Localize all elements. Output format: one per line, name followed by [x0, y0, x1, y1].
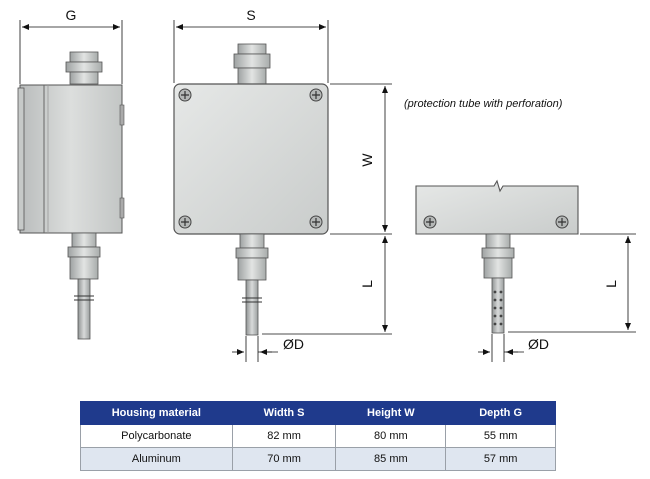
dim-label-g: G	[66, 7, 77, 23]
screw-icon	[555, 215, 569, 229]
cell-width: 70 mm	[231, 447, 337, 471]
table-row: Aluminum 70 mm 85 mm 57 mm	[80, 447, 556, 471]
cell-depth: 55 mm	[445, 424, 556, 448]
dim-label-od-right: ØD	[528, 336, 549, 352]
cell-material: Polycarbonate	[80, 424, 233, 448]
perforated-tube-view	[415, 179, 579, 334]
screw-icon	[309, 88, 323, 102]
cell-width: 82 mm	[231, 424, 337, 448]
dim-label-l-center: L	[359, 280, 375, 288]
screw-icon	[178, 215, 192, 229]
cell-depth: 57 mm	[445, 447, 556, 471]
screw-icon	[309, 215, 323, 229]
dimension-lines	[19, 20, 636, 362]
technical-drawing: G S W L L ØD ØD	[17, 7, 636, 362]
screw-icon	[423, 215, 437, 229]
dim-label-l-right: L	[603, 280, 619, 288]
header-width: Width S	[231, 401, 337, 425]
cell-height: 80 mm	[335, 424, 447, 448]
header-housing-material: Housing material	[80, 401, 233, 425]
header-depth: Depth G	[445, 401, 556, 425]
header-height: Height W	[335, 401, 447, 425]
cell-height: 85 mm	[335, 447, 447, 471]
dim-label-od-center: ØD	[283, 336, 304, 352]
perforation-note: (protection tube with perforation)	[404, 98, 563, 110]
table-row: Polycarbonate 82 mm 80 mm 55 mm	[80, 424, 556, 448]
housing-table: Housing material Width S Height W Depth …	[80, 401, 556, 471]
dim-label-s: S	[246, 7, 255, 23]
side-view	[17, 51, 125, 340]
cell-material: Aluminum	[80, 447, 233, 471]
table-header-row: Housing material Width S Height W Depth …	[80, 401, 556, 425]
screw-icon	[178, 88, 192, 102]
dim-label-w: W	[359, 153, 375, 167]
front-view	[173, 43, 329, 336]
